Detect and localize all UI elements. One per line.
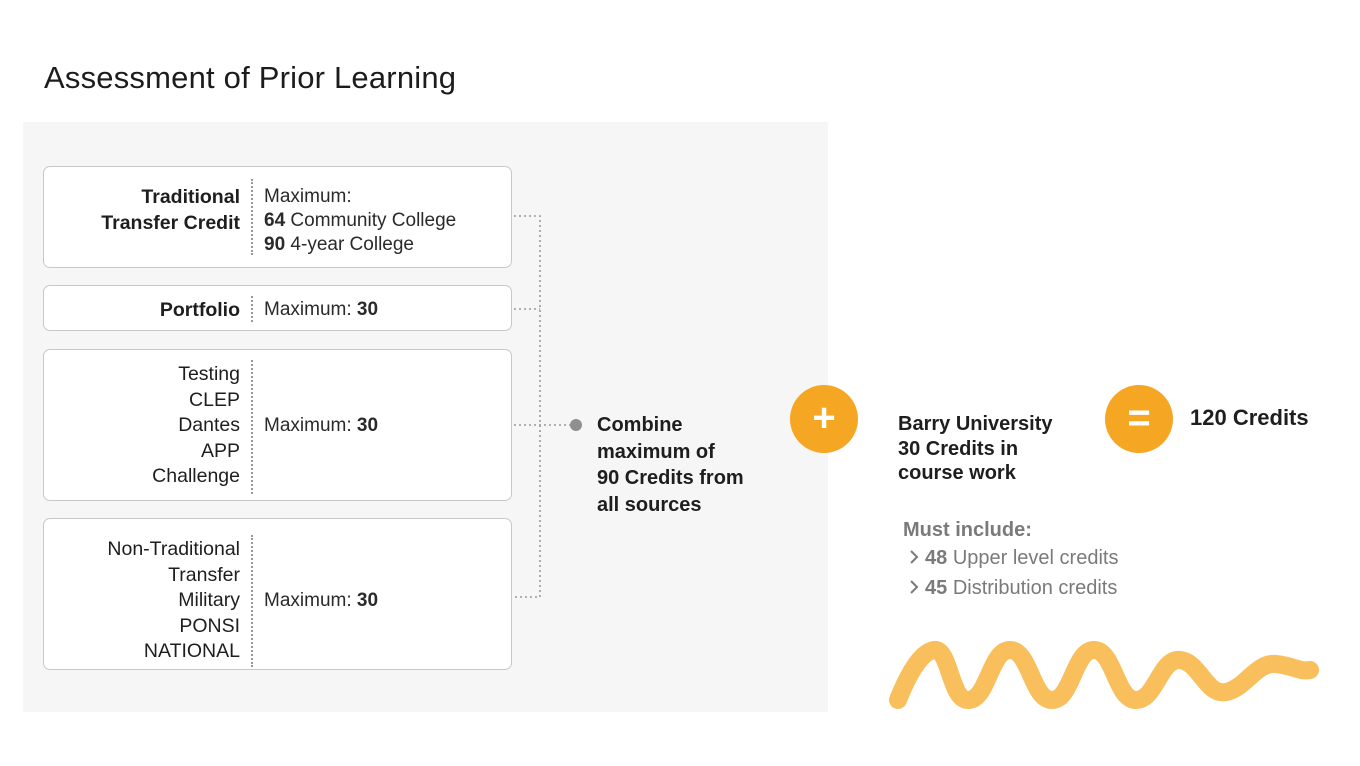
connector-dot [570,419,582,431]
page-title: Assessment of Prior Learning [44,60,457,95]
divider [251,179,253,255]
chevron-right-icon [909,575,925,604]
source-card-non-traditional: Non-Traditional Transfer Military PONSI … [43,518,512,670]
chevron-right-icon [909,545,925,574]
source-name: Non-Traditional Transfer Military PONSI … [107,538,240,662]
decorative-squiggle [889,641,1319,709]
equals-icon: = [1105,385,1173,453]
source-card-portfolio: Portfolio Maximum: 30 [43,285,512,331]
divider [251,296,253,322]
barry-university-text: Barry University 30 Credits in course wo… [898,413,1053,484]
combine-text: Combine maximum of 90 Credits from all s… [597,414,744,516]
source-name: Portfolio [159,299,240,321]
must-include-list: Must include: 48 Upper level credits 45 … [903,516,1118,604]
must-include-heading: Must include: [903,519,1032,541]
source-card-testing: Testing CLEP Dantes APP Challenge Maximu… [43,349,512,501]
source-card-traditional-transfer: Traditional Transfer Credit Maximum: 64 … [43,166,512,268]
source-maximum: Maximum: 30 [264,299,379,320]
divider [251,360,253,494]
divider [251,535,253,667]
source-maximum: Maximum: 64 Community College 90 4-year … [264,186,457,255]
source-maximum: Maximum: 30 [264,590,379,611]
source-name: Testing CLEP Dantes APP Challenge [152,363,240,487]
source-name: Traditional Transfer Credit [101,186,240,234]
list-item: 45 Distribution credits [903,574,1118,604]
list-item: 48 Upper level credits [903,544,1118,574]
plus-icon: + [790,385,858,453]
connector-traditional [514,215,541,598]
total-credits: 120 Credits [1190,405,1309,430]
source-maximum: Maximum: 30 [264,415,379,436]
